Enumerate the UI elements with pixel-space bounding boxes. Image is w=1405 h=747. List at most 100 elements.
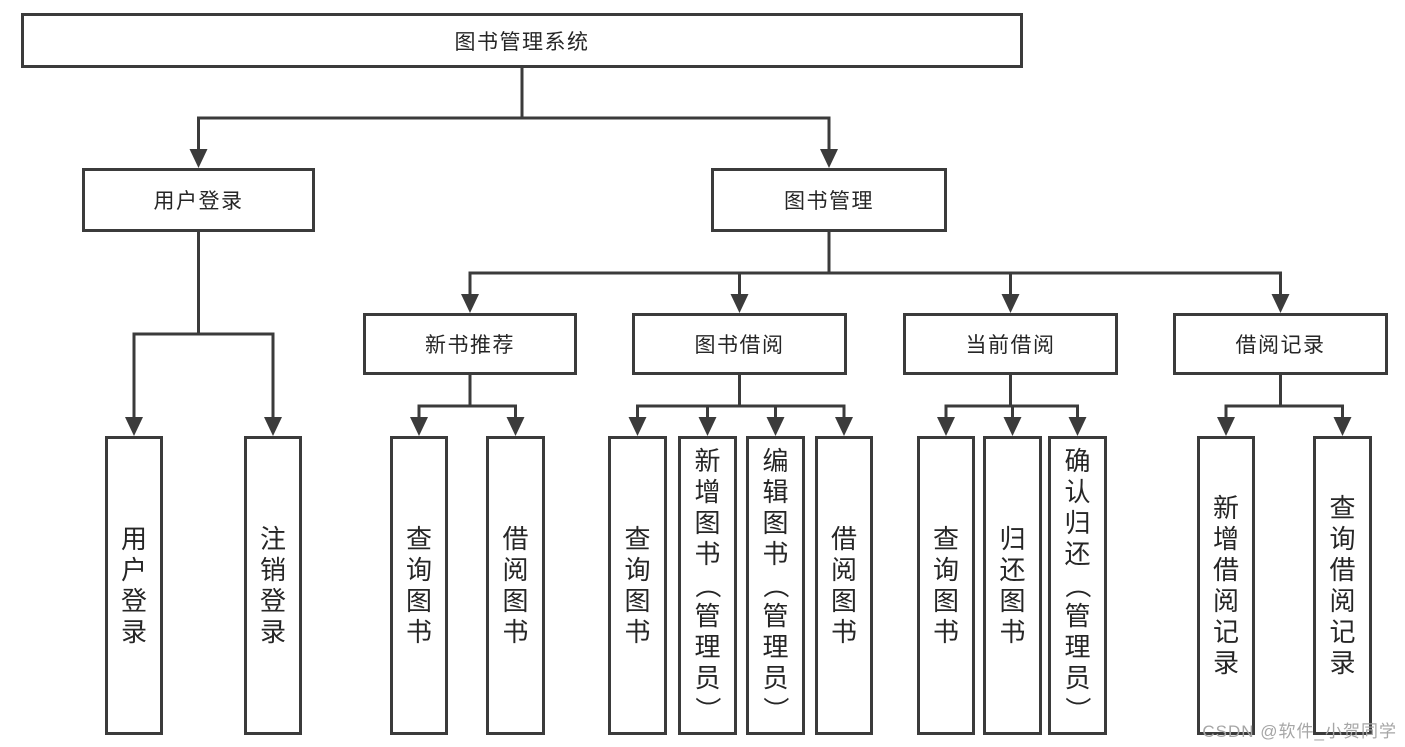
label-char: 理 [1064, 632, 1091, 662]
node-leaf-borrow-books: 借阅图书 [815, 436, 873, 735]
label-char: 认 [1064, 477, 1091, 507]
arrowhead-leaf-edit-books-admin [766, 417, 785, 436]
label-char: 辑 [762, 477, 789, 507]
node-label-leaf-logout: 注销登录 [260, 524, 286, 648]
arrowhead-current-borrow [1001, 294, 1020, 313]
arrowhead-leaf-add-borrow-record [1217, 417, 1235, 436]
label-char: 还 [999, 554, 1026, 585]
node-leaf-query-books-borrow: 查询图书 [608, 436, 667, 735]
connector-current-borrow [944, 373, 1079, 423]
label-char: 阅 [502, 554, 529, 585]
label-char: 用 [120, 523, 147, 554]
node-label-leaf-borrow-books-rec: 借阅图书 [502, 524, 528, 648]
label-char: 图 [999, 585, 1026, 616]
label-char: 记 [1212, 616, 1239, 647]
label-char: 理 [694, 632, 721, 662]
label-char: 查 [624, 523, 651, 554]
label-char: 编 [762, 446, 789, 476]
arrowhead-new-book-recommend [461, 294, 479, 313]
arrowhead-leaf-logout [264, 417, 282, 436]
node-label-new-book-recommend: 新书推荐 [425, 334, 515, 357]
node-label-leaf-query-books-current: 查询图书 [933, 524, 959, 648]
label-char: 查 [932, 523, 959, 554]
node-label-leaf-query-books-borrow: 查询图书 [624, 524, 650, 648]
node-label-leaf-confirm-return: 确认归还（管理员） [1062, 446, 1093, 725]
label-char: 询 [405, 554, 432, 585]
arrowhead-leaf-query-books-current [937, 417, 955, 436]
node-borrow-records: 借阅记录 [1173, 313, 1388, 375]
node-leaf-logout: 注销登录 [244, 436, 302, 735]
arrowhead-leaf-return-books [1003, 417, 1022, 436]
node-book-borrow: 图书借阅 [632, 313, 847, 375]
node-leaf-add-books-admin: 新增图书（管理员） [678, 436, 737, 735]
node-label-book-borrow: 图书借阅 [694, 334, 785, 357]
node-label-leaf-user-login: 用户登录 [121, 524, 147, 648]
connector-user-login [132, 230, 275, 423]
node-label-leaf-return-books: 归还图书 [999, 524, 1025, 648]
label-char: 图 [762, 508, 789, 538]
arrowhead-leaf-borrow-books-rec [506, 417, 525, 436]
label-char: 管 [694, 601, 721, 631]
label-char: 新 [694, 446, 721, 476]
node-user-login: 用户登录 [82, 168, 315, 232]
label-char: 阅 [1329, 585, 1356, 616]
label-char: 书 [694, 539, 721, 569]
node-leaf-query-borrow-record: 查询借阅记录 [1313, 436, 1372, 735]
node-label-book-management: 图书管理 [784, 190, 874, 213]
node-leaf-query-books-current: 查询图书 [917, 436, 975, 735]
connector-book-management [468, 230, 1282, 300]
node-leaf-user-login: 用户登录 [105, 436, 163, 735]
label-char: 书 [999, 616, 1026, 647]
node-label-user-login: 用户登录 [153, 190, 244, 213]
label-char: 销 [259, 554, 286, 585]
label-char: 员 [1064, 663, 1091, 693]
label-char: 图 [694, 508, 721, 538]
label-char: 图 [502, 585, 529, 616]
node-leaf-confirm-return: 确认归还（管理员） [1048, 436, 1107, 735]
node-leaf-add-borrow-record: 新增借阅记录 [1197, 436, 1255, 735]
label-char: 询 [932, 554, 959, 585]
node-new-book-recommend: 新书推荐 [363, 313, 577, 375]
label-char: 录 [259, 616, 286, 647]
node-label-leaf-add-books-admin: 新增图书（管理员） [693, 446, 723, 725]
arrowhead-borrow-records [1271, 294, 1290, 313]
node-label-current-borrow: 当前借阅 [965, 334, 1056, 357]
label-char: 图 [830, 585, 857, 616]
label-char: （ [1062, 572, 1093, 599]
connector-new-book-recommend [417, 373, 517, 423]
label-char: 登 [259, 585, 286, 616]
label-char: 阅 [1212, 585, 1239, 616]
label-char: 新 [1212, 492, 1239, 523]
label-char: 询 [624, 554, 651, 585]
label-char: 询 [1329, 523, 1356, 554]
arrowhead-leaf-query-borrow-record [1333, 417, 1352, 436]
arrowhead-leaf-confirm-return [1068, 417, 1087, 436]
label-char: 借 [1212, 554, 1239, 585]
label-char: 员 [762, 663, 789, 693]
connector-book-borrow [636, 373, 846, 423]
arrowhead-leaf-query-books-borrow [628, 417, 647, 436]
arrowhead-book-management [820, 149, 838, 168]
node-leaf-return-books: 归还图书 [983, 436, 1042, 735]
label-char: 户 [120, 554, 147, 585]
arrowhead-user-login [189, 149, 208, 168]
node-label-borrow-records: 借阅记录 [1235, 334, 1326, 357]
label-char: 注 [259, 523, 286, 554]
label-char: 书 [932, 616, 959, 647]
node-leaf-borrow-books-rec: 借阅图书 [486, 436, 545, 735]
watermark: CSDN @软件_小贺同学 [1202, 722, 1397, 741]
node-root: 图书管理系统 [21, 13, 1023, 68]
label-char: 管 [762, 601, 789, 631]
label-char: 书 [830, 616, 857, 647]
node-label-leaf-borrow-books: 借阅图书 [831, 524, 857, 648]
label-char: 管 [1064, 601, 1091, 631]
arrowhead-leaf-query-books-rec [410, 417, 428, 436]
label-char: ） [760, 696, 791, 723]
node-current-borrow: 当前借阅 [903, 313, 1118, 375]
label-char: 书 [502, 616, 529, 647]
arrowhead-leaf-borrow-books [835, 417, 853, 436]
connector-borrow-records [1224, 373, 1344, 423]
label-char: 确 [1064, 446, 1091, 476]
label-char: 图 [932, 585, 959, 616]
